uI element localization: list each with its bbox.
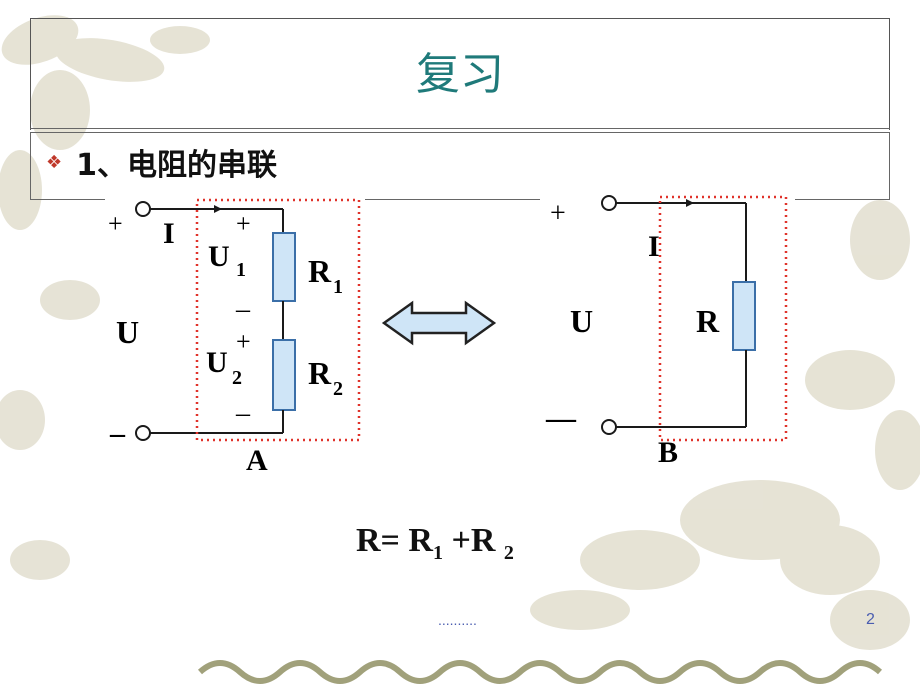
resistor-r — [732, 281, 756, 351]
left-minus-terminal — [135, 425, 151, 441]
u2-plus-sign: + — [236, 327, 251, 356]
current-arrow-left — [214, 205, 222, 213]
left-circuit-panel — [105, 195, 365, 455]
u1-plus-sign: + — [236, 209, 251, 238]
node-a-label: A — [246, 444, 268, 477]
u1-minus-sign: – — [235, 294, 251, 325]
r1-subscript: 1 — [333, 276, 343, 298]
node-b-label: B — [658, 436, 678, 469]
bullet-text: 1、电阻的串联 — [76, 148, 278, 183]
right-dotted-boundary — [658, 195, 788, 442]
page-title: 复习 — [416, 49, 504, 100]
left-current-label: I — [163, 217, 175, 250]
r2-label: R — [308, 355, 332, 391]
series-resistance-formula: R= R1 +R 2 — [356, 522, 514, 565]
left-plus-terminal — [135, 201, 151, 217]
u1-label: U — [208, 240, 230, 273]
u2-label: U — [206, 346, 228, 379]
bullet-item: ❖ 1、电阻的串联 — [46, 140, 277, 184]
left-circuit: + – I U + U 1 – + U 2 – R 1 R 2 A — [108, 198, 361, 477]
formula-sub2: 2 — [503, 541, 514, 564]
r2-subscript: 2 — [333, 378, 343, 400]
title-frame — [30, 18, 890, 130]
resistor-r1 — [272, 232, 296, 302]
formula-sub1: 1 — [432, 541, 443, 564]
formula-mid: +R — [442, 522, 504, 559]
right-current-label: I — [648, 230, 660, 263]
right-minus-label: — — [545, 402, 577, 435]
left-minus-label: – — [109, 417, 126, 450]
resistor-r2 — [272, 339, 296, 411]
title-divider-top — [30, 128, 890, 129]
left-dotted-boundary — [195, 198, 361, 442]
current-arrow-right — [686, 199, 694, 207]
right-circuit: + — I U R B — [545, 195, 788, 469]
u2-minus-sign: – — [235, 398, 251, 429]
r1-label: R — [308, 253, 332, 289]
left-plus-label: + — [108, 209, 123, 238]
footer-dots: .......... — [438, 612, 477, 628]
left-voltage-label: U — [116, 314, 139, 350]
u1-subscript: 1 — [236, 259, 246, 281]
title-divider-bottom — [30, 132, 890, 133]
right-minus-terminal — [601, 419, 617, 435]
right-plus-label: + — [550, 198, 566, 229]
u2-subscript: 2 — [232, 367, 242, 389]
equivalence-double-arrow-icon — [381, 300, 497, 346]
bullet-frame — [30, 133, 890, 200]
right-plus-terminal — [601, 195, 617, 211]
formula-main: R= R — [356, 522, 433, 559]
diamond-bullet-icon: ❖ — [46, 151, 63, 173]
page-number: 2 — [866, 611, 875, 628]
right-voltage-label: U — [570, 303, 593, 339]
resistor-r-label: R — [696, 303, 720, 339]
